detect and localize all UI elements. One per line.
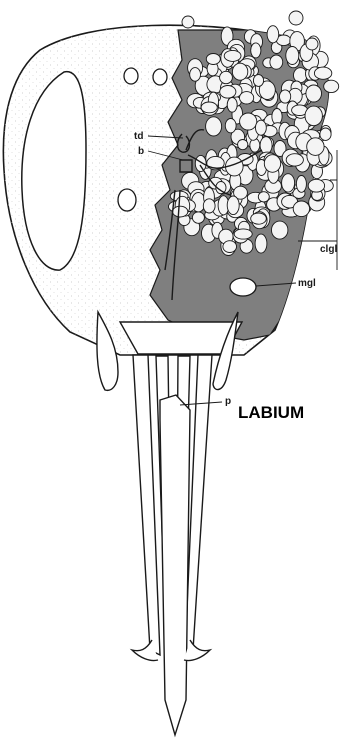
gland-lobule <box>320 128 331 140</box>
label-mgl: mgl <box>298 278 316 289</box>
gland-lobule <box>293 201 309 217</box>
mandibular-gland <box>230 278 256 296</box>
gland-lobule <box>173 206 188 217</box>
gland-lobule <box>227 98 237 113</box>
gland-lobule <box>251 213 267 224</box>
gland-lobule <box>286 154 303 166</box>
label-td: td <box>134 131 143 142</box>
gland-lobule <box>256 120 267 135</box>
antennal-socket <box>118 189 136 211</box>
label-b: b <box>138 146 144 157</box>
gland-lobule <box>307 138 324 156</box>
gland-lobule <box>258 192 269 202</box>
gland-lobule <box>234 229 252 239</box>
gland-lobule <box>253 75 263 87</box>
mouthparts <box>97 312 242 735</box>
gland-lobule <box>296 176 306 193</box>
gland-lobule <box>324 80 339 92</box>
gland-lobule <box>225 119 236 133</box>
gland-lobule <box>294 68 308 83</box>
gland-lobule <box>306 38 318 50</box>
gland-lobule <box>272 109 282 125</box>
label-clgl: clgl <box>320 244 337 255</box>
gland-lobule <box>223 241 237 253</box>
gland-lobule <box>190 68 201 82</box>
gland-lobule <box>232 63 247 80</box>
gland-lobule <box>250 139 260 153</box>
gland-lobule <box>206 117 222 136</box>
gland-lobule <box>240 113 257 130</box>
gland-lobule <box>255 234 267 253</box>
gland-lobule <box>267 26 279 43</box>
labium-tip <box>160 395 190 735</box>
gland-lobule <box>224 50 241 61</box>
gland-lobule <box>238 140 248 150</box>
label-labium: LABIUM <box>238 403 304 422</box>
gland-lobule <box>220 86 236 99</box>
gland-lobule <box>282 174 295 192</box>
gland-lobule <box>289 11 303 25</box>
proboscis-outer-left <box>133 355 160 655</box>
gland-lobule <box>240 92 254 104</box>
gland-lobule <box>206 54 220 65</box>
gland-lobule <box>270 55 283 69</box>
gland-lobule <box>203 199 215 213</box>
gland-lobule <box>192 212 204 223</box>
gland-lobule <box>251 43 261 58</box>
label-p: p <box>225 396 231 407</box>
gland-lobule <box>314 67 331 79</box>
gland-lobule <box>308 179 324 192</box>
gland-lobule <box>264 155 280 173</box>
gland-lobule <box>306 85 322 102</box>
gland-lobule <box>280 90 291 103</box>
gland-lobule <box>227 196 239 215</box>
gland-lobule <box>182 16 194 28</box>
gland-lobule <box>201 102 217 113</box>
gland-lobule <box>272 221 288 239</box>
gland-lobule <box>260 137 272 154</box>
gland-lobule <box>286 47 299 65</box>
gland-lobule <box>220 71 233 83</box>
ocellus-left <box>124 68 138 84</box>
ocellus-right <box>153 69 167 85</box>
gland-lobule <box>195 155 206 171</box>
gland-lobule <box>305 106 322 126</box>
